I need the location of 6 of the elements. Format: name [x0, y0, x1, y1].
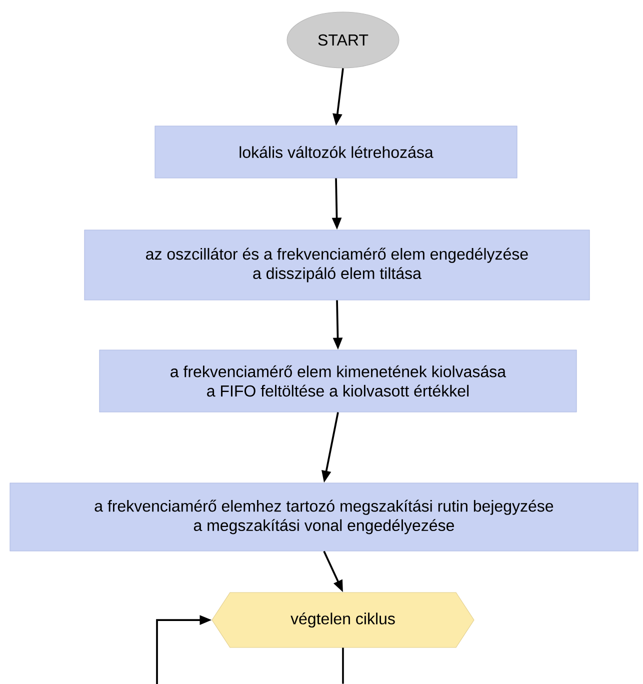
start-oval: START — [286, 12, 400, 68]
process-box: lokális változók létrehozása — [154, 126, 518, 178]
process-box: az oszcillátor és a frekvenciamérő elem engedélyzése a disszipáló elem tiltása — [84, 230, 590, 300]
loop-hexagon: végtelen ciklus — [212, 592, 474, 648]
process-box: a frekvenciamérő elem kimenetének kiolvasása a FIFO feltöltése a kiolvasott értékkel — [99, 350, 577, 412]
process-box: a frekvenciamérő elemhez tartozó megszakítási rutin bejegyzése a megszakítási vonal engedélyezése — [10, 482, 638, 552]
